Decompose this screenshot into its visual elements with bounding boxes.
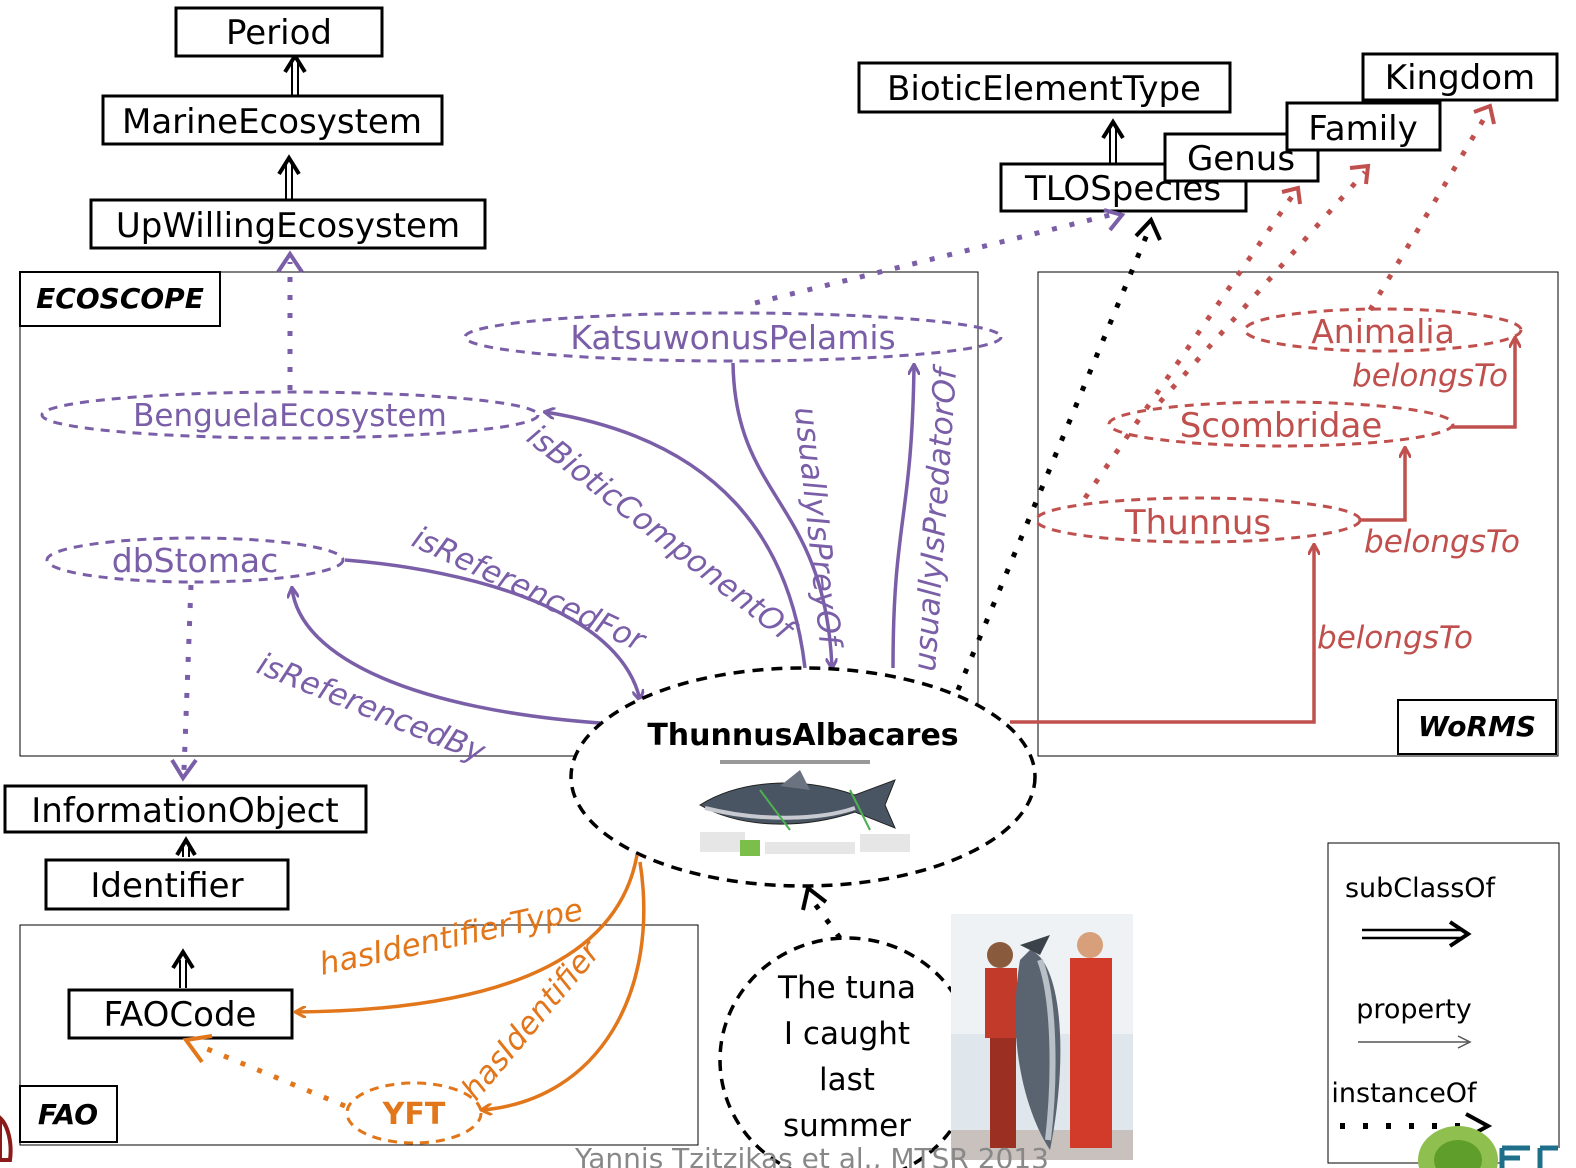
ecoscope-arrowheads xyxy=(170,208,1126,782)
footer-citation: Yannis Tzitzikas et al., MTSR 2013 xyxy=(574,1142,1049,1168)
identifier-label: Identifier xyxy=(90,866,243,906)
yft-instance-arrowhead xyxy=(182,1034,213,1064)
upwilling-ecosystem-label: UpWillingEcosystem xyxy=(116,206,460,246)
thunnus-albacares-instance-arrowhead xyxy=(1134,216,1162,241)
worms-panel xyxy=(1037,271,1559,757)
photo-caption-line4: summer xyxy=(783,1108,911,1144)
worms-tag xyxy=(1397,699,1557,755)
animalia-label: Animalia xyxy=(1311,312,1455,351)
worms-property-edges xyxy=(1010,338,1515,724)
marine-ecosystem-box xyxy=(101,94,444,146)
legend-property-arrow xyxy=(1358,1035,1472,1049)
ecoscope-panel xyxy=(19,271,979,757)
family-box xyxy=(1285,101,1442,152)
biotic-element-type-box xyxy=(857,61,1232,114)
ecoscope-property-edges xyxy=(292,363,914,725)
biotic-element-type-label: BioticElementType xyxy=(887,69,1201,109)
family-label: Family xyxy=(1308,109,1417,149)
worms-instance-edges xyxy=(1082,110,1491,500)
thunnus-albacares-label: ThunnusAlbacares xyxy=(647,718,958,753)
belongs-to-label-1: belongsTo xyxy=(1352,358,1508,394)
worms-arrowheads xyxy=(1281,103,1496,205)
legend-subclass-label: subClassOf xyxy=(1345,873,1497,904)
upwilling-ecosystem-box xyxy=(89,198,487,250)
usually-is-predator-of-label: usuallyIsPredatorOf xyxy=(907,363,964,673)
information-object-label: InformationObject xyxy=(31,791,339,831)
ecoscope-instance-edges xyxy=(181,212,1111,771)
left-logo xyxy=(0,1115,13,1162)
is-referenced-by-label: isReferencedBy xyxy=(252,646,491,770)
fao-property-edges xyxy=(296,854,646,1110)
fao-code-label: FAOCode xyxy=(104,995,257,1035)
fishermen-photo xyxy=(951,914,1133,1160)
yft-label: YFT xyxy=(382,1097,446,1132)
katsuwonus-pelamis-label: KatsuwonusPelamis xyxy=(570,318,895,357)
photo-caption-line2: I caught xyxy=(784,1016,910,1052)
fao-panel xyxy=(19,924,699,1146)
period-label: Period xyxy=(226,13,332,53)
benguela-ecosystem-node xyxy=(40,390,540,440)
worms-label: WoRMS xyxy=(1418,710,1536,743)
benguela-ecosystem-label: BenguelaEcosystem xyxy=(133,398,447,434)
ecoscope-tag xyxy=(19,271,221,327)
photo-caption-line3: last xyxy=(819,1062,875,1098)
fao-tag xyxy=(19,1085,118,1143)
fao-label: FAO xyxy=(38,1098,98,1131)
has-identifier-label: hasIdentifier xyxy=(455,933,609,1107)
photo-instance-arrowhead xyxy=(801,884,828,911)
ecoscope-label: ECOSCOPE xyxy=(36,282,204,315)
belongs-to-label-3: belongsTo xyxy=(1317,620,1473,656)
genus-label: Genus xyxy=(1187,139,1295,179)
kingdom-box xyxy=(1361,52,1559,102)
photo-instance-edge xyxy=(809,898,843,940)
fao-code-box xyxy=(67,988,294,1040)
thunnus-label: Thunnus xyxy=(1124,503,1271,543)
tuna-illustration xyxy=(699,760,910,856)
yft-instance-edge xyxy=(199,1043,346,1109)
legend-property-label: property xyxy=(1356,994,1472,1025)
information-object-box xyxy=(3,784,368,834)
right-logo xyxy=(1418,1126,1560,1168)
marine-ecosystem-label: MarineEcosystem xyxy=(122,102,422,142)
scombridae-node xyxy=(1107,400,1455,448)
subclass-edges xyxy=(171,52,1125,988)
legend-instance-label: instanceOf xyxy=(1331,1078,1478,1109)
db-stomac-label: dbStomac xyxy=(112,541,278,580)
belongs-to-label-2: belongsTo xyxy=(1364,524,1520,560)
thunnus-albacares-instance-edge xyxy=(955,231,1151,691)
kingdom-label: Kingdom xyxy=(1385,58,1535,98)
period-box xyxy=(174,6,384,58)
scombridae-label: Scombridae xyxy=(1180,406,1383,446)
db-stomac-node xyxy=(45,536,345,584)
is-referenced-for-label: isReferencedFor xyxy=(407,520,653,660)
legend-subclass-arrow xyxy=(1362,920,1472,948)
animalia-node xyxy=(1243,307,1523,353)
katsuwonus-pelamis-node xyxy=(463,311,1003,363)
identifier-box xyxy=(44,858,290,911)
photo-caption-line1: The tuna xyxy=(777,970,916,1006)
